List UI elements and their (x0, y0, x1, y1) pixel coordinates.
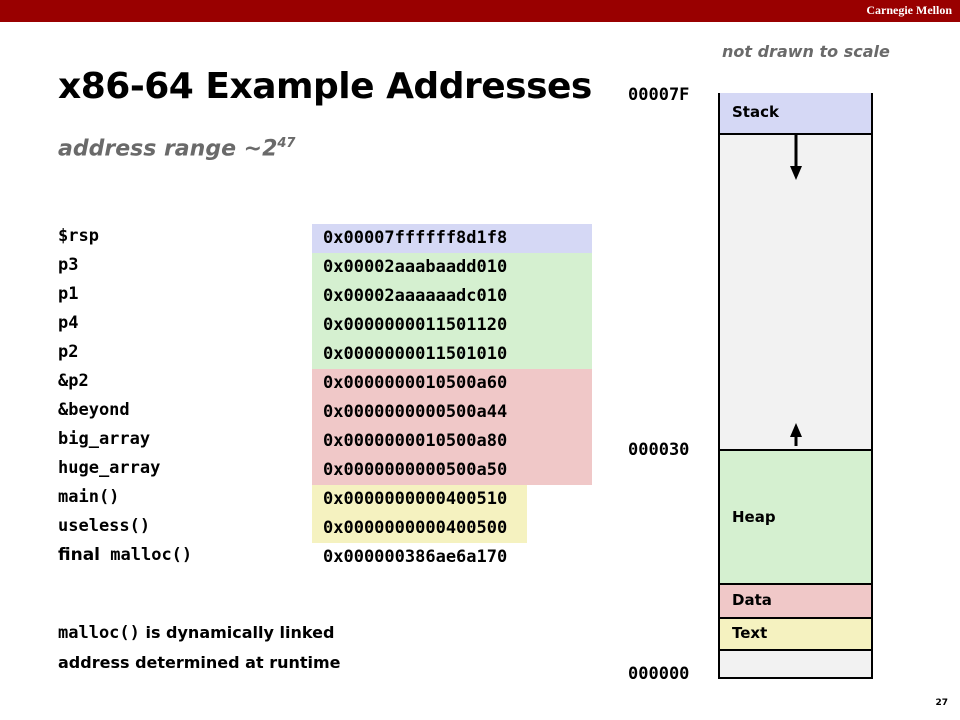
heap-growth-arrow (790, 423, 802, 446)
address-value: 0x0000000011501120 (312, 311, 592, 340)
top-bar: Carnegie Mellon (0, 0, 960, 22)
address-top-label: 00007F (628, 85, 690, 105)
variable-name-text: p2 (58, 342, 79, 362)
address-value: 0x0000000000500a50 (312, 456, 592, 485)
variable-name: p2 (58, 342, 78, 362)
table-row: p2 0x0000000011501010 (58, 340, 618, 369)
table-row: huge_array 0x0000000000500a50 (58, 456, 618, 485)
variable-name: $rsp (58, 226, 99, 246)
memory-layout-diagram: Stack Heap Data Text (718, 93, 873, 679)
subtitle-exponent: 47 (277, 136, 296, 151)
variable-name: useless() (58, 516, 150, 536)
address-value: 0x00002aaabaadd010 (312, 253, 592, 282)
table-row: &p2 0x0000000010500a60 (58, 369, 618, 398)
slide-title: x86-64 Example Addresses (58, 66, 592, 107)
table-row: useless() 0x0000000000400500 (58, 514, 618, 543)
footnote-linked-text: is dynamically linked (145, 623, 335, 642)
variable-name: p1 (58, 284, 78, 304)
address-value: 0x00007ffffff8d1f8 (312, 224, 592, 253)
variable-name-text: $rsp (58, 226, 99, 246)
variable-name-text: &beyond (58, 400, 130, 420)
variable-name: big_array (58, 429, 150, 449)
variable-name: main() (58, 487, 119, 507)
variable-name-text: p4 (58, 313, 79, 333)
variable-name-text: p1 (58, 284, 79, 304)
stack-segment: Stack (720, 93, 871, 135)
table-row: big_array 0x0000000010500a80 (58, 427, 618, 456)
address-value: 0x0000000011501010 (312, 340, 592, 369)
variable-name: final malloc() (58, 545, 192, 565)
variable-name: p3 (58, 255, 78, 275)
table-row: main() 0x0000000000400510 (58, 485, 618, 514)
address-value: 0x0000000000400500 (312, 514, 527, 543)
footnote: malloc() is dynamically linked address d… (58, 618, 341, 678)
variable-name-text: malloc() (110, 545, 193, 565)
variable-name: &p2 (58, 371, 89, 391)
address-value: 0x0000000000400510 (312, 485, 527, 514)
heap-segment: Heap (720, 449, 871, 585)
table-row: p4 0x0000000011501120 (58, 311, 618, 340)
address-value: 0x0000000000500a44 (312, 398, 592, 427)
table-row: p1 0x00002aaaaaadc010 (58, 282, 618, 311)
brand-label: Carnegie Mellon (866, 3, 952, 17)
address-value: 0x000000386ae6a170 (323, 547, 508, 567)
table-row: final malloc() 0x000000386ae6a170 (58, 543, 618, 572)
address-value: 0x00002aaaaaadc010 (312, 282, 592, 311)
address-bottom-label: 000000 (628, 664, 690, 684)
footnote-malloc: malloc() (58, 623, 140, 643)
variable-name-prefix: final (58, 545, 101, 565)
slide-number: 27 (935, 698, 948, 708)
table-row: p3 0x00002aaabaadd010 (58, 253, 618, 282)
scale-note: not drawn to scale (722, 42, 890, 61)
variable-name-text: huge_array (58, 458, 161, 478)
variable-name-text: &p2 (58, 371, 89, 391)
address-value: 0x0000000010500a60 (312, 369, 592, 398)
stack-growth-arrow (790, 134, 802, 180)
table-row: &beyond 0x0000000000500a44 (58, 398, 618, 427)
variable-name: huge_array (58, 458, 160, 478)
variable-name-text: big_array (58, 429, 151, 449)
address-table: $rsp 0x00007ffffff8d1f8 p3 0x00002aaabaadd0… (58, 224, 618, 572)
text-segment: Text (720, 619, 871, 651)
variable-name-text: p3 (58, 255, 79, 275)
address-range-subtitle: address range ~247 (58, 136, 295, 161)
variable-name-text: useless() (58, 516, 151, 536)
variable-name: p4 (58, 313, 78, 333)
table-row: $rsp 0x00007ffffff8d1f8 (58, 224, 618, 253)
variable-name: &beyond (58, 400, 130, 420)
footnote-line-2: address determined at runtime (58, 653, 341, 672)
variable-name-text: main() (58, 487, 120, 507)
address-mid-label: 000030 (628, 440, 690, 460)
footnote-line-1: malloc() is dynamically linked (58, 618, 341, 648)
subtitle-text: address range ~2 (58, 136, 278, 162)
address-value: 0x0000000010500a80 (312, 427, 592, 456)
data-segment: Data (720, 585, 871, 619)
